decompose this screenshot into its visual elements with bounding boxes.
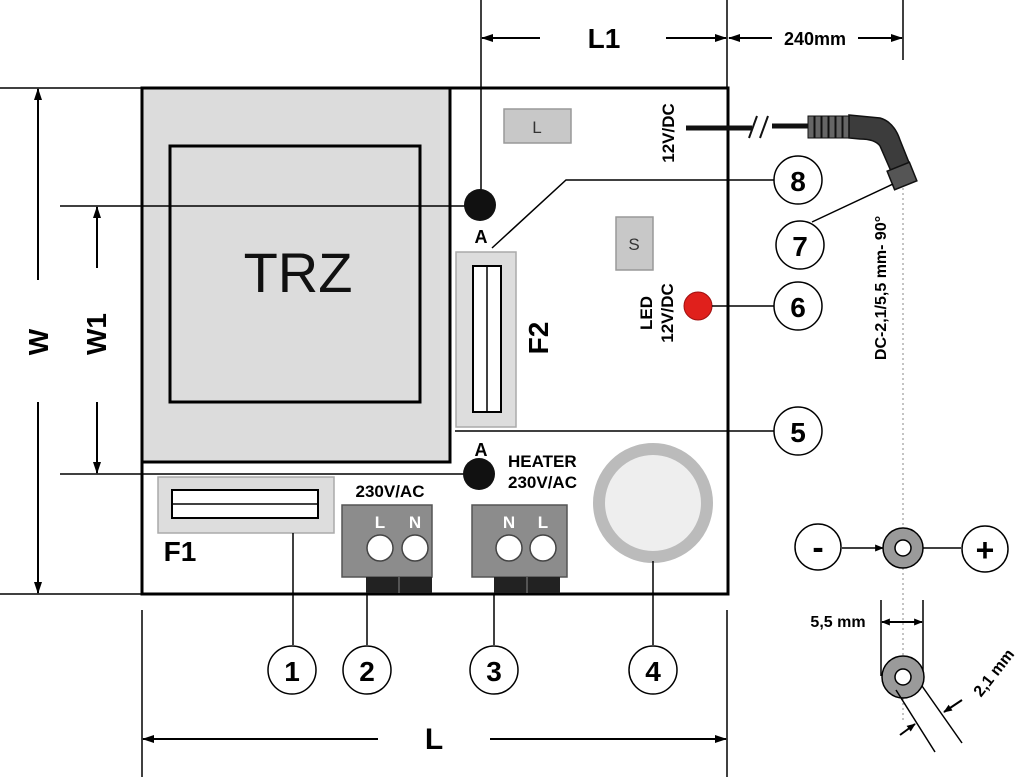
svg-text:+: +	[976, 532, 995, 568]
callout-4: 4	[628, 645, 678, 695]
test-point-a-top	[464, 189, 496, 221]
fuse-f2-label: F2	[523, 322, 554, 355]
transformer: TRZ	[140, 86, 452, 464]
svg-text:1: 1	[284, 656, 300, 687]
svg-text:7: 7	[792, 231, 808, 262]
svg-text:L: L	[532, 118, 541, 137]
led-indicator	[683, 291, 713, 321]
dimension-w-label: W	[23, 328, 54, 355]
callout-5: 5	[773, 406, 823, 456]
outer-diameter-label: 5,5 mm	[810, 614, 865, 631]
test-point-a-bottom-label: A	[475, 440, 488, 460]
heater-label: HEATER	[508, 452, 577, 471]
dimension-l: L	[141, 610, 728, 777]
polarity-diagram: - +	[794, 523, 1009, 573]
mains-terminal: L N	[341, 504, 433, 593]
pad-s: S	[615, 216, 654, 271]
dimension-240mm-label: 240mm	[784, 29, 846, 49]
minus-symbol	[794, 523, 842, 571]
callout-8: 8	[773, 155, 823, 205]
callout-6: 6	[773, 281, 823, 331]
dimension-240mm: 240mm	[728, 0, 904, 60]
callout-1: 1	[267, 645, 317, 695]
fuse-f1: F1	[157, 476, 335, 567]
svg-text:5: 5	[790, 417, 806, 448]
heater-voltage-label: 230V/AC	[508, 473, 577, 492]
callout-leaders	[292, 179, 894, 645]
svg-text:2: 2	[359, 656, 375, 687]
heater-terminal: N L	[471, 504, 568, 593]
round-component	[593, 443, 713, 563]
dc-cable	[686, 114, 918, 191]
pad-l: L	[503, 108, 572, 144]
inner-diameter-label: 2,1 mm	[971, 646, 1018, 700]
svg-text:N: N	[503, 513, 515, 532]
plus-symbol	[961, 525, 1009, 573]
callout-3: 3	[469, 645, 519, 695]
test-point-a-top-label: A	[475, 227, 488, 247]
svg-text:-: -	[812, 529, 823, 567]
svg-text:3: 3	[486, 656, 502, 687]
dc-output-label: 12V/DC	[659, 103, 678, 163]
svg-text:4: 4	[645, 656, 661, 687]
svg-text:8: 8	[790, 166, 806, 197]
svg-text:L: L	[538, 513, 548, 532]
fuse-f1-label: F1	[164, 536, 197, 567]
dimension-l1: L1	[480, 0, 728, 205]
svg-text:N: N	[409, 513, 421, 532]
test-point-a-bottom	[463, 458, 495, 490]
dimension-l1-label: L1	[588, 23, 621, 54]
svg-text:S: S	[628, 235, 639, 254]
dimension-l-label: L	[425, 723, 443, 756]
fuse-f2: F2	[455, 251, 554, 428]
svg-text:L: L	[375, 513, 385, 532]
plug-spec-label: DC-2,1/5,5 mm- 90°	[873, 216, 890, 360]
transformer-label: TRZ	[244, 241, 353, 304]
led-voltage-label: 12V/DC	[658, 283, 677, 343]
svg-text:6: 6	[790, 292, 806, 323]
dimension-w1-label: W1	[81, 313, 112, 355]
led-label: LED	[637, 296, 656, 330]
diameter-dimension: 5,5 mm 2,1 mm	[810, 600, 1018, 753]
mains-voltage-label: 230V/AC	[356, 482, 425, 501]
dimension-w: W	[0, 87, 142, 595]
callout-2: 2	[342, 645, 392, 695]
callout-7: 7	[775, 220, 825, 270]
dimension-w1: W1	[60, 205, 470, 475]
